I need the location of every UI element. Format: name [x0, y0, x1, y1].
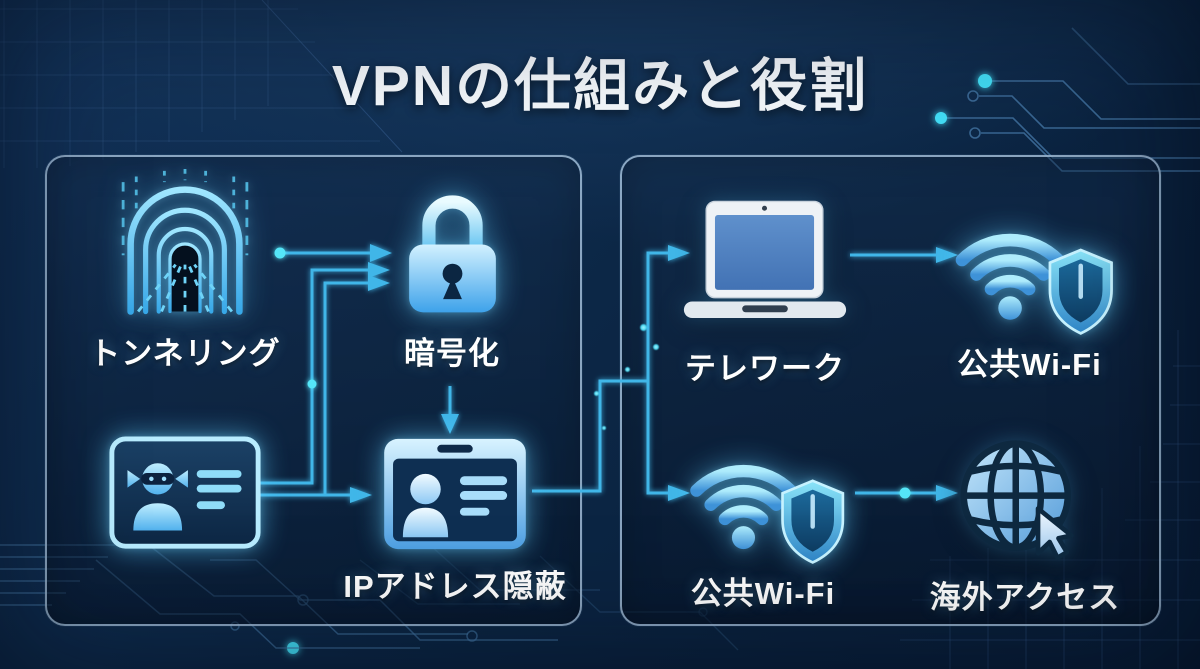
- public-wifi-top-label: 公共Wi-Fi: [957, 347, 1102, 382]
- shield: [781, 479, 845, 564]
- particle-dot: [640, 324, 647, 331]
- telework-label: テレワーク: [685, 351, 845, 386]
- grid-bottom-right: [900, 330, 1200, 669]
- circuit-top-right: [947, 27, 1200, 172]
- wifi-shield-icon: [690, 464, 845, 564]
- connector-ipmasking-telework: [532, 251, 668, 493]
- masked-id-card-icon: [109, 436, 261, 549]
- ip-masking-label: IPアドレス隠蔽: [343, 569, 567, 604]
- wifi-shield-icon: [955, 233, 1113, 335]
- tunneling-label: トンネリング: [89, 336, 281, 371]
- particle-dot: [653, 344, 659, 350]
- laptop-icon: [683, 200, 847, 319]
- node-encryption: 暗号化: [357, 186, 547, 373]
- wifi-arcs: [690, 464, 797, 526]
- node-public-wifi-top: 公共Wi-Fi: [912, 192, 1147, 384]
- node-tunneling: トンネリング: [60, 168, 310, 373]
- node-public-wifi-bottom: 公共Wi-Fi: [648, 424, 878, 613]
- padlock-icon: [408, 195, 496, 313]
- node-ip-masking: IPアドレス隠蔽: [330, 433, 580, 606]
- encryption-label: 暗号化: [404, 336, 500, 371]
- connector-ipmasking-publicwifi: [646, 381, 668, 495]
- overseas-access-label: 海外アクセス: [929, 580, 1121, 615]
- particle-dot: [602, 426, 606, 430]
- connector-maskedcard-encryption-b: [323, 281, 368, 495]
- globe-cursor-icon: [960, 440, 1074, 561]
- node-overseas-access: 海外アクセス: [905, 438, 1145, 617]
- cursor-arrow: [1035, 506, 1074, 561]
- grid-top-left: [0, 0, 403, 168]
- id-badge-icon: [384, 438, 526, 550]
- particle-dot: [594, 391, 599, 396]
- wifi-arcs: [955, 233, 1064, 296]
- arrowheads: [350, 244, 958, 503]
- public-wifi-bottom-label: 公共Wi-Fi: [690, 576, 836, 611]
- connector-dots: [274, 247, 911, 499]
- node-telework: テレワーク: [650, 197, 880, 388]
- circuit-inside-panel: [359, 544, 739, 651]
- tunnel-icon: [121, 169, 249, 315]
- connector-maskedcard-encryption-a: [258, 268, 368, 485]
- circuit-bottom-left: [0, 544, 558, 649]
- particle-dot: [625, 367, 630, 372]
- page-title: VPNの仕組みと役割: [331, 54, 869, 118]
- node-masked-identity: [104, 434, 266, 551]
- shield: [1048, 248, 1113, 335]
